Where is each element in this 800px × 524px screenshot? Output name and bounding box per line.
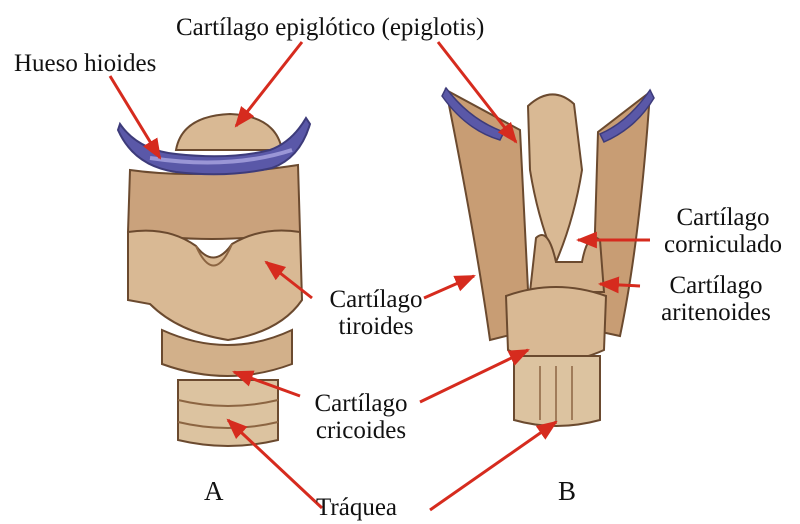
label-cricoid-line2: cricoides [296,417,426,444]
arytenoid-cartilage-b [530,235,604,292]
label-thyroid-line1: Cartílago [316,286,436,313]
thyrohyoid-membrane-a [128,165,300,239]
trachea-a [178,380,278,446]
cricoid-cartilage-b [506,287,606,361]
label-view-b: B [558,478,576,505]
label-view-a: A [204,478,224,505]
label-thyroid: Cartílago tiroides [316,286,436,340]
arrow-epiglottis-a [236,42,302,126]
trachea-b [514,356,600,426]
label-corniculate: Cartílago corniculado [650,204,796,258]
label-corniculate-line1: Cartílago [650,204,796,231]
arrow-arytenoid [600,284,640,286]
label-corniculate-line2: corniculado [650,231,796,258]
thyroid-cartilage-a [128,231,302,341]
arrow-cricoid-b [420,350,528,402]
figure-a-anterior-larynx [118,114,310,446]
label-arytenoid: Cartílago aritenoides [644,272,788,326]
label-epiglottis: Cartílago epiglótico (epiglotis) [176,14,484,41]
arrow-trachea-b [430,422,556,510]
label-trachea: Tráquea [316,494,397,521]
label-arytenoid-line2: aritenoides [644,299,788,326]
label-hyoid: Hueso hioides [14,50,156,77]
label-cricoid-line1: Cartílago [296,390,426,417]
label-thyroid-line2: tiroides [316,313,436,340]
epiglottis-a [176,114,282,150]
label-cricoid: Cartílago cricoides [296,390,426,444]
label-arytenoid-line1: Cartílago [644,272,788,299]
